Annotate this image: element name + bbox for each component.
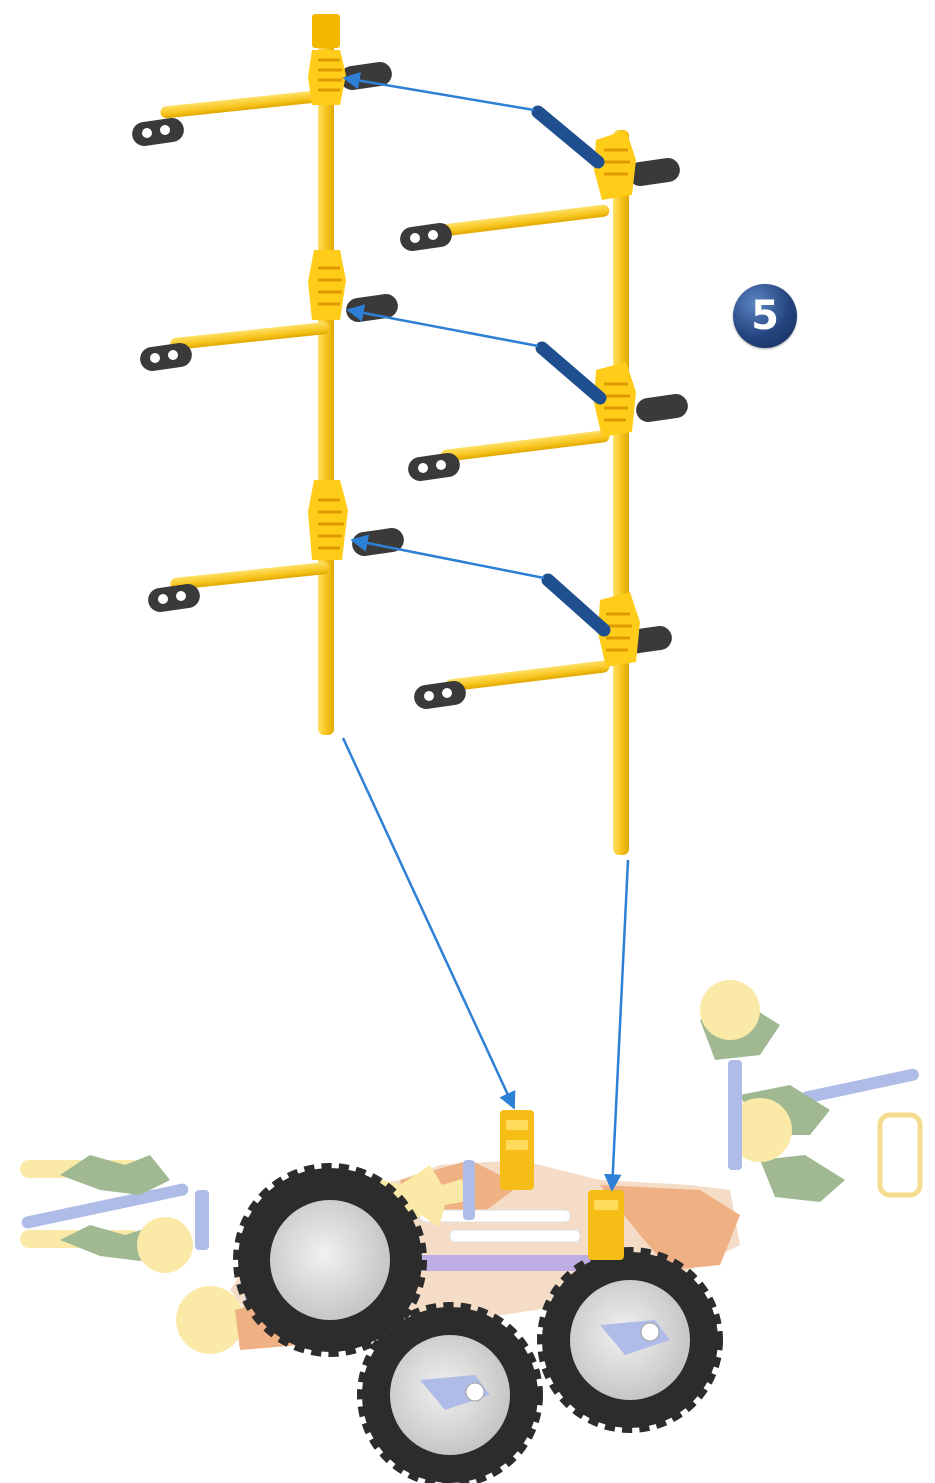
front-left-wheel — [362, 1307, 538, 1483]
vehicle-base — [20, 980, 920, 1483]
arrow-right-tower-down — [612, 860, 628, 1190]
rear-left-wheel — [238, 1168, 422, 1352]
left-vertical-rod — [318, 20, 334, 735]
blue-rod-bottom — [548, 580, 604, 630]
blue-rod-middle — [542, 348, 600, 398]
right-arm-assembly — [700, 980, 920, 1202]
arrow-bottom — [352, 540, 544, 578]
left-tower — [131, 14, 406, 735]
right-tower — [399, 130, 690, 855]
step-number-badge: 5 — [733, 284, 797, 348]
assembly-arrows — [343, 78, 628, 1190]
left-connector-bottom — [308, 480, 348, 560]
left-arm-assembly — [20, 1155, 244, 1354]
blue-diagonal-rods — [538, 112, 604, 630]
blue-rod-top — [538, 112, 598, 162]
left-arm-top — [131, 60, 394, 147]
left-arm-bottom — [147, 526, 406, 613]
right-arm-top — [399, 156, 682, 252]
front-right-wheel — [542, 1252, 718, 1428]
right-vertical-rod — [613, 130, 629, 855]
left-connector-top — [308, 14, 346, 105]
right-arm-middle — [407, 392, 690, 482]
left-arm-middle — [139, 292, 400, 372]
arrow-middle — [348, 310, 538, 346]
base-left-socket — [500, 1110, 534, 1190]
base-right-socket — [588, 1190, 624, 1260]
arrow-top — [344, 78, 534, 110]
left-connector-middle — [308, 250, 346, 320]
arrow-left-tower-down — [343, 738, 514, 1108]
